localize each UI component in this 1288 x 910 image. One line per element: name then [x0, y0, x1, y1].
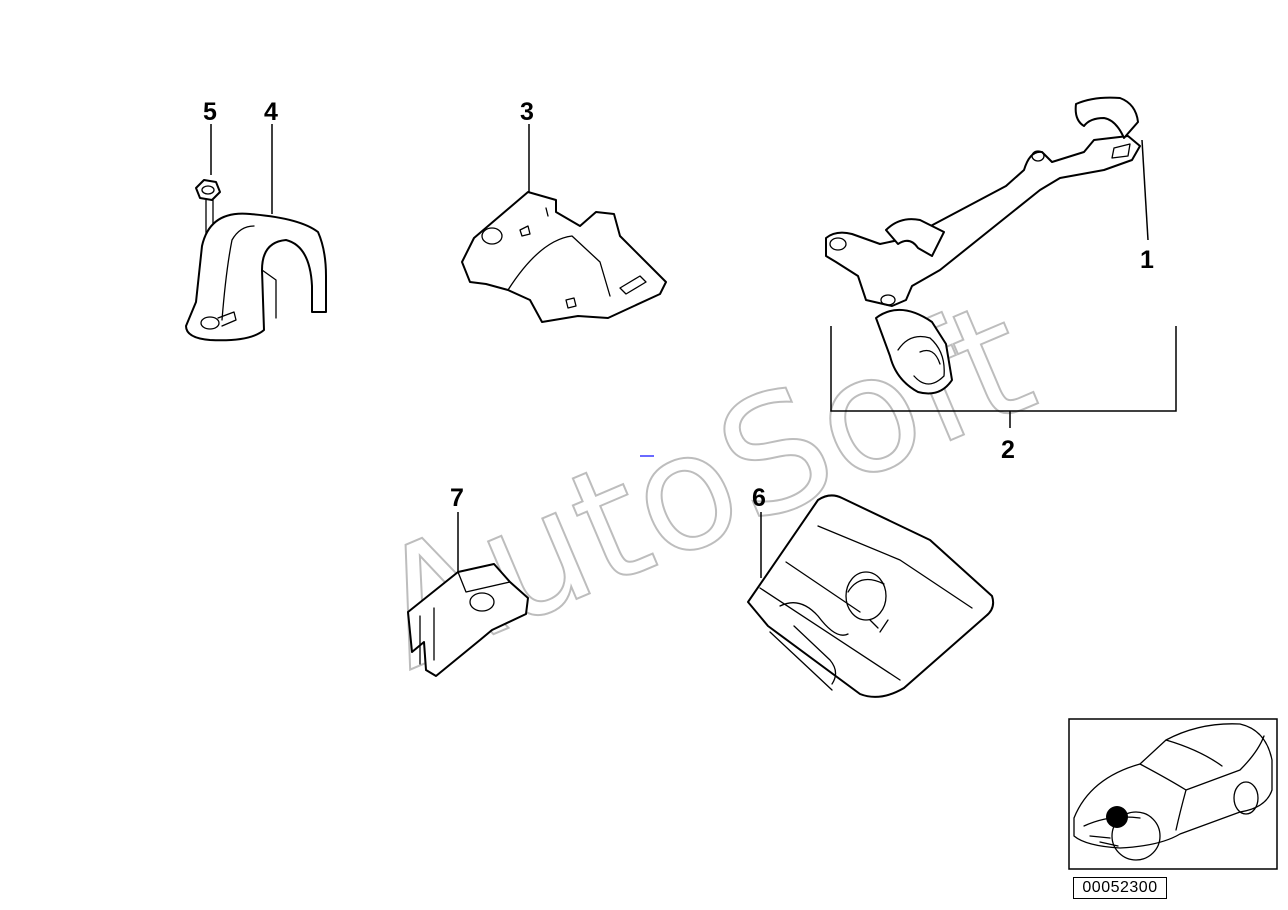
callout-3[interactable]: 3: [520, 98, 534, 126]
callout-5[interactable]: 5: [203, 98, 217, 126]
assembly-bracket-2: [830, 326, 1177, 428]
callout-2[interactable]: 2: [1001, 436, 1015, 464]
reference-number: 00052300: [1073, 877, 1167, 899]
callout-6[interactable]: 6: [752, 484, 766, 512]
callout-7[interactable]: 7: [450, 484, 464, 512]
part-6-holder[interactable]: [747, 494, 995, 698]
location-marker: [1106, 806, 1128, 828]
part-7-bracket[interactable]: [407, 563, 529, 677]
part-3-bracket[interactable]: [461, 191, 667, 323]
car-location-thumbnail[interactable]: [1068, 718, 1278, 870]
callout-4[interactable]: 4: [264, 98, 278, 126]
part-4-clamp[interactable]: [185, 212, 327, 342]
part-1-bracket[interactable]: [825, 96, 1141, 395]
leader-1: [1141, 139, 1149, 241]
callout-1[interactable]: 1: [1140, 246, 1154, 274]
